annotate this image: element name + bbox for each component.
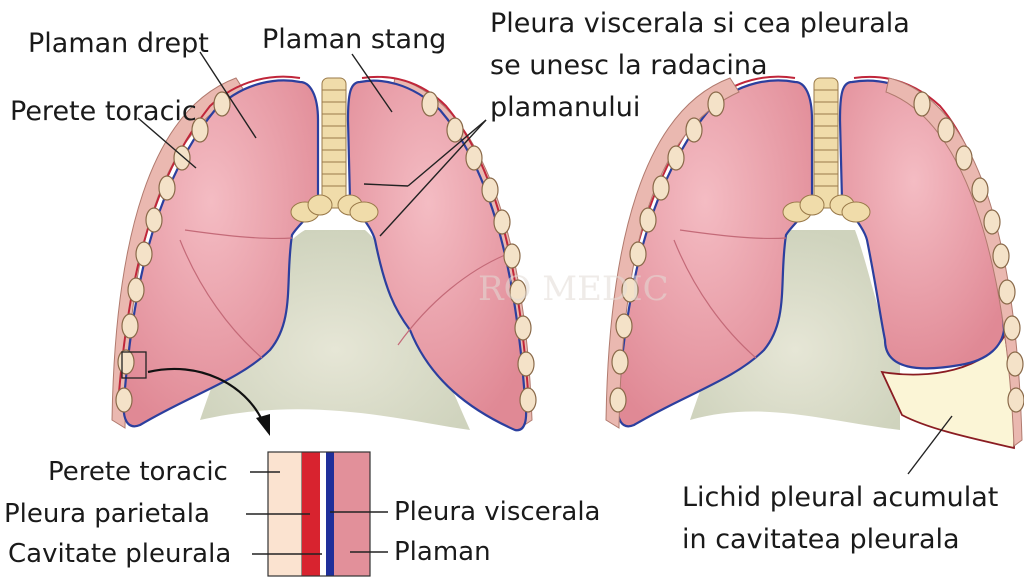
inset-label-visceral-pleura: Pleura viscerala: [394, 497, 601, 527]
left-thorax-illustration: [112, 77, 536, 436]
label-chest-wall: Perete toracic: [10, 96, 197, 127]
label-pleura-join-3: plamanului: [490, 92, 640, 123]
inset-label-parietal-pleura: Pleura parietala: [4, 499, 210, 529]
inset-label-pleural-cavity: Cavitate pleurala: [8, 539, 231, 569]
watermark: RO MEDIC: [478, 269, 669, 309]
inset-cavity-layer: [320, 452, 326, 576]
inset-arrow-head: [256, 414, 270, 436]
inset-label-chest-wall: Perete toracic: [48, 457, 228, 487]
right-thorax-illustration: [606, 77, 1024, 448]
label-pleura-join-2: se unesc la radacina: [490, 50, 768, 81]
inset-label-lung: Plaman: [394, 537, 491, 567]
label-effusion-2: in cavitatea pleurala: [682, 524, 960, 555]
label-left-lung: Plaman stang: [262, 24, 446, 55]
inset-lung-layer: [334, 452, 370, 576]
label-pleura-join-1: Pleura viscerala si cea pleurala: [490, 8, 910, 39]
label-effusion-1: Lichid pleural acumulat: [682, 482, 998, 513]
inset-visceral-layer: [326, 452, 334, 576]
label-right-lung: Plaman drept: [28, 28, 209, 59]
